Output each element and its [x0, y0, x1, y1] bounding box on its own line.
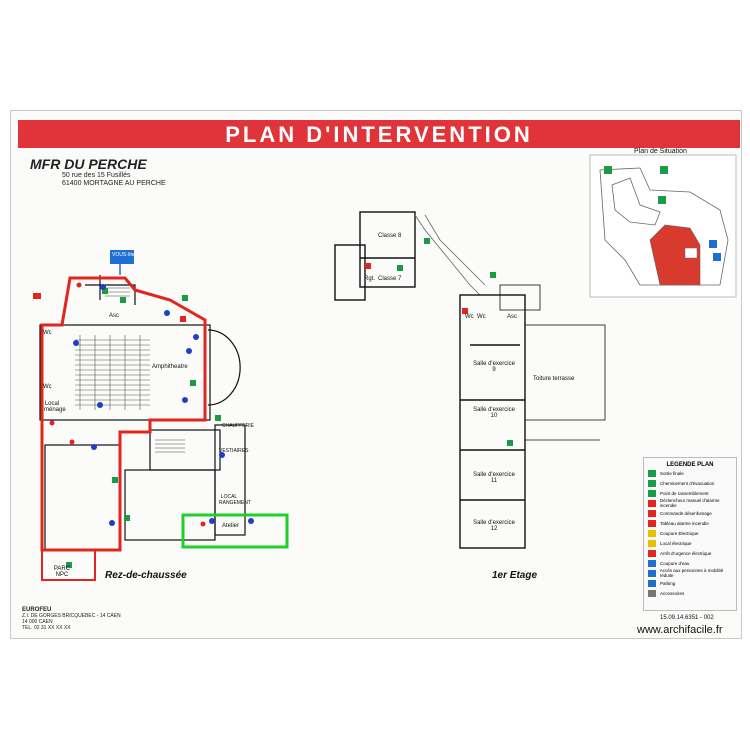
legend-item: Tableau alarme incendie	[648, 518, 736, 528]
reference-number: 15.09.14.6351 - 002	[660, 615, 714, 621]
legend-swatch-icon	[648, 569, 656, 577]
room-asc-first: Asc	[507, 314, 518, 320]
legend-swatch-icon	[648, 579, 656, 587]
legend-swatch-icon	[648, 499, 656, 507]
legend-item: Local électrique	[648, 538, 736, 548]
legend-swatch-icon	[648, 479, 656, 487]
you-are-here-label: VOUS êtes ici	[112, 252, 144, 258]
amphitheatre-seating	[75, 335, 150, 410]
room-toiture-terrasse: Toiture terrasse	[533, 376, 575, 382]
footer-line-1: Z.I. DE GORGES BRICQUEBEC - 14 CAEN	[22, 613, 121, 619]
org-name: MFR DU PERCHE	[30, 156, 147, 172]
legend-item: Accessoires	[648, 588, 736, 598]
org-address-2: 61400 MORTAGNE AU PERCHE	[62, 180, 166, 187]
legend-item: Sortie finale	[648, 468, 736, 478]
room-local-menage: Local ménage	[44, 401, 66, 413]
legend-item: Coupure d'eau	[648, 558, 736, 568]
legend-swatch-icon	[648, 509, 656, 517]
legend-item-label: Arrêt d'urgence électrique	[660, 550, 712, 556]
legend-item: Déclencheur manuel d'alarme incendie	[648, 498, 736, 508]
watermark: www.archifacile.fr	[637, 624, 723, 636]
footer: EUROFEU Z.I. DE GORGES BRICQUEBEC - 14 C…	[22, 607, 121, 631]
legend-item-label: Accès aux personnes à mobilité réduite	[659, 568, 724, 578]
alarm-markers	[33, 263, 468, 527]
legend-item-label: Tableau alarme incendie	[660, 520, 709, 526]
organization-block: MFR DU PERCHE 50 rue des 15 Fusillés 614…	[30, 156, 166, 188]
legend-swatch-icon	[648, 489, 656, 497]
legend-item-label: Accessoires	[660, 590, 685, 596]
room-parc-npc: PARC NPC	[53, 566, 71, 578]
room-rangement-top: Rgt.	[364, 276, 376, 282]
room-wc-2: Wc	[43, 384, 52, 390]
room-salle-10: Salle d'exercice 10	[473, 407, 515, 419]
legend-title: LEGENDE PLAN	[666, 462, 714, 468]
legend-item: Coupure Electrique	[648, 528, 736, 538]
room-atelier: Atelier	[222, 523, 240, 529]
legend-swatch-icon	[648, 589, 656, 597]
legend-item-label: Cheminement d'évacuation	[660, 480, 715, 486]
footer-company: EUROFEU	[22, 607, 52, 613]
room-chaufferie: CHAUFFERIE	[222, 423, 254, 429]
footer-line-3: TEL. 02 31 XX XX XX	[22, 625, 71, 631]
situation-title: Plan de Situation	[634, 148, 687, 155]
first-floor-upper-block	[334, 211, 486, 301]
legend-swatch-icon	[648, 529, 656, 537]
legend-item-label: Commande désenfumage	[660, 510, 712, 516]
stairs-ground	[105, 287, 185, 453]
title-banner: PLAN D'INTERVENTION	[18, 120, 740, 148]
legend-item-label: Coupure d'eau	[660, 560, 690, 566]
ground-floor-title: Rez-de-chaussée	[105, 570, 187, 581]
room-salle-11: Salle d'exercice 11	[473, 472, 515, 484]
legend-swatch-icon	[648, 559, 656, 567]
legend-item: Commande désenfumage	[648, 508, 736, 518]
you-are-here-marker	[110, 250, 134, 264]
org-address-1: 50 rue des 15 Fusillés	[62, 172, 131, 179]
exit-signs	[66, 238, 513, 568]
first-floor-title: 1er Etage	[492, 570, 538, 581]
legend-swatch-icon	[648, 539, 656, 547]
room-classe-8: Classe 8	[378, 233, 402, 239]
situation-plan	[589, 154, 737, 298]
room-salle-9: Salle d'exercice 9	[473, 361, 515, 373]
room-wc-1: Wc	[43, 330, 52, 336]
room-amphitheatre: Amphitheatre	[152, 364, 188, 370]
legend-item: Accès aux personnes à mobilité réduite	[648, 568, 736, 578]
legend-item-label: Parking	[660, 580, 676, 586]
ground-floor-walls	[39, 275, 246, 551]
room-wc-f1: Wc	[465, 314, 474, 320]
red-compartment-outlines	[40, 276, 207, 581]
legend-item-label: Local électrique	[660, 540, 692, 546]
room-vestiaires: VESTIAIRES	[219, 448, 249, 454]
legend-item: Parking	[648, 578, 736, 588]
room-local-rangement: LOCAL RANGEMENT	[219, 494, 251, 506]
legend-swatch-icon	[648, 519, 656, 527]
room-wc-f2: Wc	[477, 314, 486, 320]
legend-item: Point de rassemblement	[648, 488, 736, 498]
legend-item-label: Sortie finale	[660, 470, 684, 476]
plan-title: PLAN D'INTERVENTION	[225, 122, 533, 147]
legend-item-label: Point de rassemblement	[660, 490, 709, 496]
legend-swatch-icon	[648, 469, 656, 477]
room-classe-7: Classe 7	[378, 276, 402, 282]
atelier-highlight	[181, 513, 289, 549]
legend-item: Cheminement d'évacuation	[648, 478, 736, 488]
legend-item: Arrêt d'urgence électrique	[648, 548, 736, 558]
legend-item-label: Déclencheur manuel d'alarme incendie	[659, 498, 720, 508]
legend-swatch-icon	[648, 549, 656, 557]
extinguisher-markers	[73, 284, 254, 526]
room-salle-12: Salle d'exercice 12	[473, 520, 515, 532]
first-floor-main-wing	[459, 284, 606, 549]
room-ascenseur: Asc	[109, 313, 120, 319]
footer-line-2: 14 000 CAEN	[22, 619, 53, 625]
legend-item-label: Coupure Electrique	[660, 530, 699, 536]
